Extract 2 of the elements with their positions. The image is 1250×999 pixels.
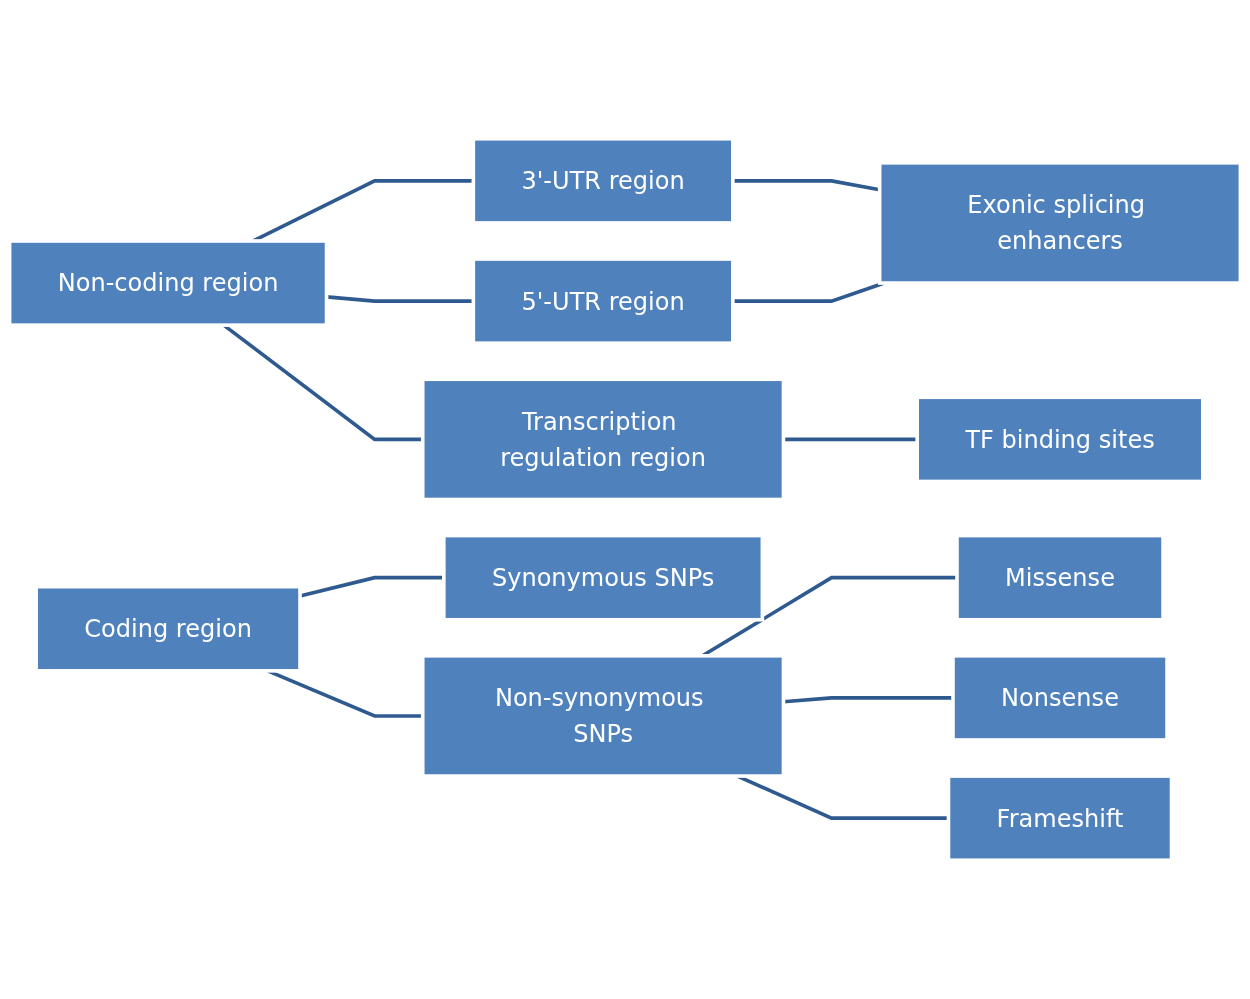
node-box: Nonsense: [951, 654, 1169, 742]
node-box: 5'-UTR region: [471, 257, 735, 345]
